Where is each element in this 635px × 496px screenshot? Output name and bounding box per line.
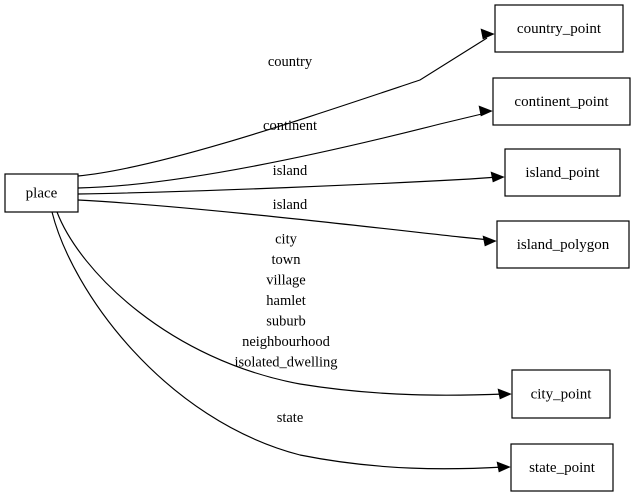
edge-state-arrowhead-icon (496, 461, 511, 473)
edge-island-polygon-line (77, 199, 491, 241)
edge-city-label-line: city (275, 232, 297, 248)
node-state_point-box (510, 443, 614, 492)
node-island_polygon-box (496, 220, 630, 269)
edge-city-label-line: village (266, 273, 305, 289)
node-place-box (4, 173, 79, 213)
node-island_polygon-label: island_polygon (517, 237, 610, 253)
edge-continent-label-line: continent (263, 118, 317, 134)
node-state_point-label: state_point (529, 460, 596, 476)
node-place[interactable]: place (4, 173, 79, 213)
edge-state-line (51, 211, 505, 470)
node-layer: place country_point continent_point island_… (4, 4, 631, 492)
edge-island-point-arrowhead-icon (490, 171, 505, 183)
edge-island-point[interactable]: island (77, 163, 505, 195)
node-city_point[interactable]: city_point (511, 369, 611, 419)
edge-country-line (77, 37, 488, 177)
edge-city-line (56, 211, 506, 396)
node-country_point[interactable]: country_point (494, 4, 624, 53)
edge-city-label-line: suburb (266, 314, 305, 330)
edge-state-label: state (277, 410, 304, 426)
edge-city-label-line: hamlet (266, 293, 305, 309)
edge-country[interactable]: country (77, 28, 495, 177)
edge-state[interactable]: state (51, 211, 511, 473)
edge-island-polygon-label: island (273, 197, 308, 213)
edge-city-label-line: isolated_dwelling (234, 355, 337, 371)
edge-city[interactable]: city town village hamlet suburb neighbourhood… (56, 211, 512, 400)
edge-continent[interactable]: continent (77, 105, 493, 189)
node-city_point-label: city_point (531, 386, 593, 402)
edge-continent-line (77, 112, 487, 189)
edge-layer: country continent island island city town vill… (51, 28, 512, 473)
node-island_point-box (504, 148, 621, 197)
edge-city-label-line: town (272, 252, 302, 268)
edge-continent-label: continent (263, 118, 317, 134)
node-island_polygon[interactable]: island_polygon (496, 220, 630, 269)
edge-island-polygon-arrowhead-icon (482, 235, 497, 247)
edge-state-label-line: state (277, 410, 304, 426)
edge-city-label-line: neighbourhood (242, 334, 331, 350)
edge-island-point-line (77, 176, 499, 195)
node-continent_point-box (492, 77, 631, 126)
edge-country-arrowhead-icon (480, 28, 495, 40)
edge-country-label-line: country (268, 54, 313, 70)
node-island_point[interactable]: island_point (504, 148, 621, 197)
node-country_point-box (494, 4, 624, 53)
edge-island-polygon[interactable]: island (77, 197, 497, 247)
edge-island-point-label: island (273, 163, 308, 179)
node-island_point-label: island_point (525, 165, 600, 181)
edge-city-arrowhead-icon (497, 388, 512, 400)
node-state_point[interactable]: state_point (510, 443, 614, 492)
node-place-label: place (26, 185, 58, 201)
node-continent_point[interactable]: continent_point (492, 77, 631, 126)
edge-country-label: country (268, 54, 313, 70)
edge-city-label: city town village hamlet suburb neighbourhood… (234, 232, 337, 371)
edge-continent-arrowhead-icon (478, 105, 493, 117)
node-country_point-label: country_point (517, 21, 602, 37)
node-city_point-box (511, 369, 611, 419)
node-continent_point-label: continent_point (514, 94, 609, 110)
edge-island-point-label-line: island (273, 163, 308, 179)
edge-island-polygon-label-line: island (273, 197, 308, 213)
